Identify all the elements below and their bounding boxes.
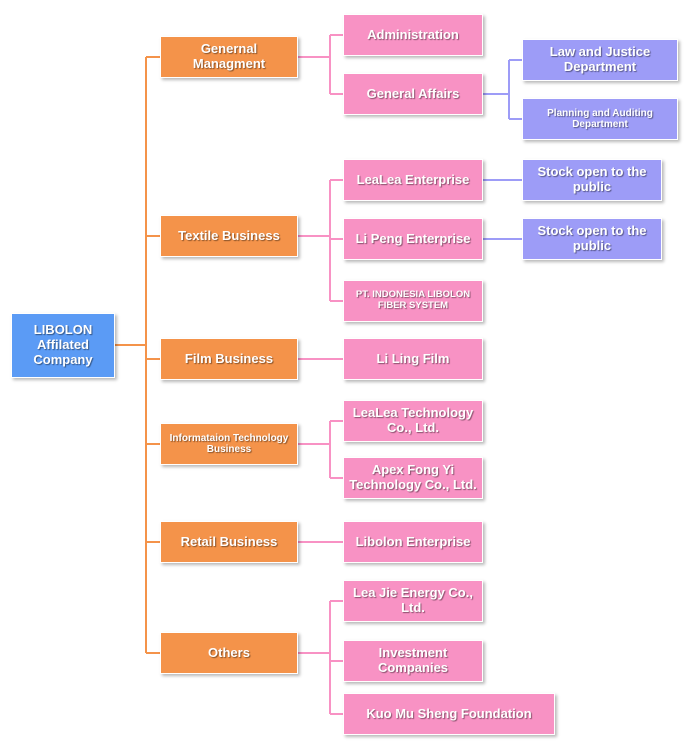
division-general-management: Genernal Managment [160, 36, 298, 78]
division-information-technology-business: Informataion Technology Business [160, 423, 298, 465]
unit-kuo-mu-sheng-foundation: Kuo Mu Sheng Foundation [343, 693, 555, 735]
unit-lealea-technology: LeaLea Technology Co., Ltd. [343, 400, 483, 442]
unit-apex-fong-yi-technology: Apex Fong Yi Technology Co., Ltd. [343, 457, 483, 499]
unit-lea-jie-energy: Lea Jie Energy Co., Ltd. [343, 580, 483, 622]
unit-li-peng-enterprise: Li Peng Enterprise [343, 218, 483, 260]
division-film-business: Film Business [160, 338, 298, 380]
subunit-lealea-stock-open: Stock open to the public [522, 159, 662, 201]
subunit-planning-and-auditing: Planning and Auditing Department [522, 98, 678, 140]
unit-administration: Administration [343, 14, 483, 56]
unit-investment-companies: Investment Companies [343, 640, 483, 682]
division-retail-business: Retail Business [160, 521, 298, 563]
subunit-li-peng-stock-open: Stock open to the public [522, 218, 662, 260]
root-node: LIBOLON Affilated Company [11, 313, 115, 378]
unit-lealea-enterprise: LeaLea Enterprise [343, 159, 483, 201]
unit-libolon-enterprise: Libolon Enterprise [343, 521, 483, 563]
unit-li-ling-film: Li Ling Film [343, 338, 483, 380]
unit-pt-indonesia-libolon: PT. INDONESIA LIBOLON FIBER SYSTEM [343, 280, 483, 322]
division-others: Others [160, 632, 298, 674]
division-textile-business: Textile Business [160, 215, 298, 257]
subunit-law-and-justice: Law and Justice Department [522, 39, 678, 81]
unit-general-affairs: General Affairs [343, 73, 483, 115]
